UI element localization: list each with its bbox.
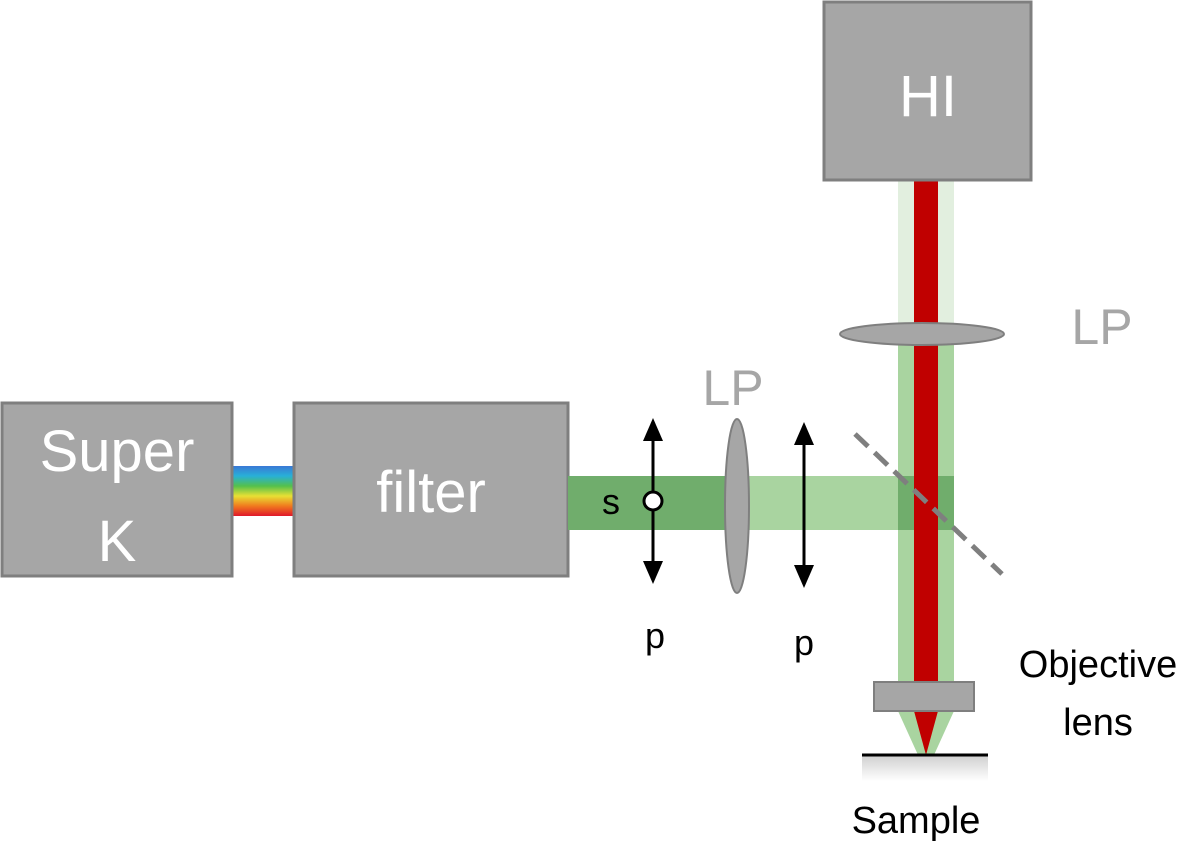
imager-box [822, 0, 1033, 182]
filter: filter [292, 401, 570, 578]
lp-analyzer-lens [839, 322, 1005, 346]
p-label-1: p [645, 615, 665, 656]
objective-label-line2: lens [1063, 702, 1133, 744]
objective-lens: Objective lens [873, 644, 1177, 744]
sample: Sample [852, 753, 988, 842]
p-arrow-1-up-head [643, 418, 663, 441]
green-beam-after-lp [738, 476, 898, 530]
p-arrow-1-down-head [643, 561, 663, 584]
supercontinuum-beam [232, 466, 294, 516]
p-arrow-2-down-head [794, 565, 814, 588]
s-polarization-dot [642, 490, 664, 512]
lp-analyzer-label: LP [1071, 299, 1132, 355]
polarization-marker-p: p [794, 422, 814, 663]
filter-box [292, 401, 570, 578]
superk-label-line1: Super [40, 419, 195, 484]
objective-label-line1: Objective [1019, 644, 1177, 686]
imager-label: HI [899, 64, 957, 129]
p-label-2: p [794, 622, 814, 663]
superk-label-line2: K [98, 509, 137, 574]
polarization-marker-unpolarized: s p [602, 418, 665, 656]
objective-lens-body [873, 681, 975, 712]
superk-source-box [0, 401, 234, 578]
sample-substrate [862, 755, 988, 781]
filter-label: filter [376, 460, 486, 525]
red-focus-cone [914, 711, 938, 755]
superk-source: Super K [0, 401, 234, 578]
s-label: s [602, 481, 620, 522]
lp-polarizer-lens [724, 418, 750, 594]
beamsplitter [853, 432, 1004, 576]
red-beam [914, 180, 938, 682]
p-arrow-2-up-head [794, 422, 814, 445]
sample-label: Sample [852, 800, 981, 842]
lp-polarizer-label: LP [702, 360, 763, 416]
hyperspectral-imager: HI [822, 0, 1033, 182]
